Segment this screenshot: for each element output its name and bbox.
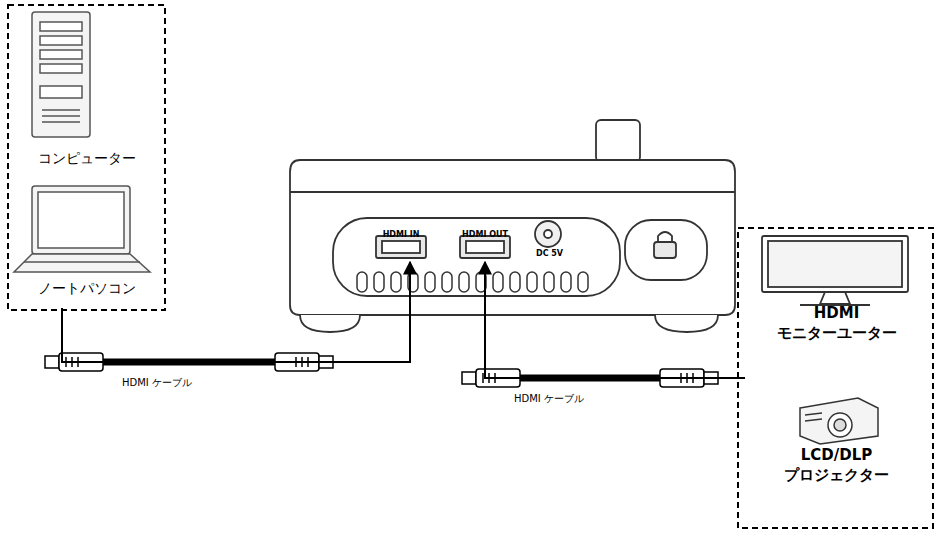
device-node: HDMI モニターユーター xyxy=(745,232,928,378)
cable-label: HDMI ケーブル xyxy=(120,376,194,390)
hdmi-connector xyxy=(62,262,410,362)
node-label: ノートパソコン xyxy=(38,279,136,297)
hdmi-port xyxy=(460,236,510,258)
node-text-holder: HDMI モニターユーター xyxy=(745,304,928,343)
node-text-holder: LCD/DLP プロジェクター xyxy=(745,446,928,485)
computer-icon xyxy=(32,12,90,137)
node-text-holder: コンピューター xyxy=(10,148,163,167)
hdmi-connector xyxy=(485,262,745,378)
node-text-holder: HDMI IN xyxy=(366,222,436,241)
laptop-icon xyxy=(14,186,150,272)
group-outline xyxy=(738,228,933,528)
node-label: コンピューター xyxy=(38,149,136,167)
group-outline xyxy=(8,5,165,310)
node-label: HDMI OUT xyxy=(462,230,508,240)
device-node: コンピューター xyxy=(10,8,163,173)
device-node: HDMI IN xyxy=(366,220,436,262)
device-node: ノートパソコン xyxy=(10,178,163,308)
monitor-icon xyxy=(762,236,908,305)
hdmi-port xyxy=(376,236,426,258)
node-label: HDMI モニターユーター xyxy=(767,304,907,343)
device-node: LCD/DLP プロジェクター xyxy=(745,388,928,524)
projector-icon xyxy=(800,398,878,444)
vent-slots xyxy=(357,272,588,292)
node-label: HDMI IN xyxy=(383,230,420,240)
cable-label: HDMI ケーブル xyxy=(512,392,586,406)
node-label: LCD/DLP プロジェクター xyxy=(772,446,902,485)
device-node: HDMI OUT xyxy=(450,220,520,262)
port-label: DC 5V xyxy=(534,249,565,258)
node-text-holder: HDMI OUT xyxy=(450,222,520,241)
node-text-holder: ノートパソコン xyxy=(10,278,163,297)
device-body xyxy=(290,120,735,332)
